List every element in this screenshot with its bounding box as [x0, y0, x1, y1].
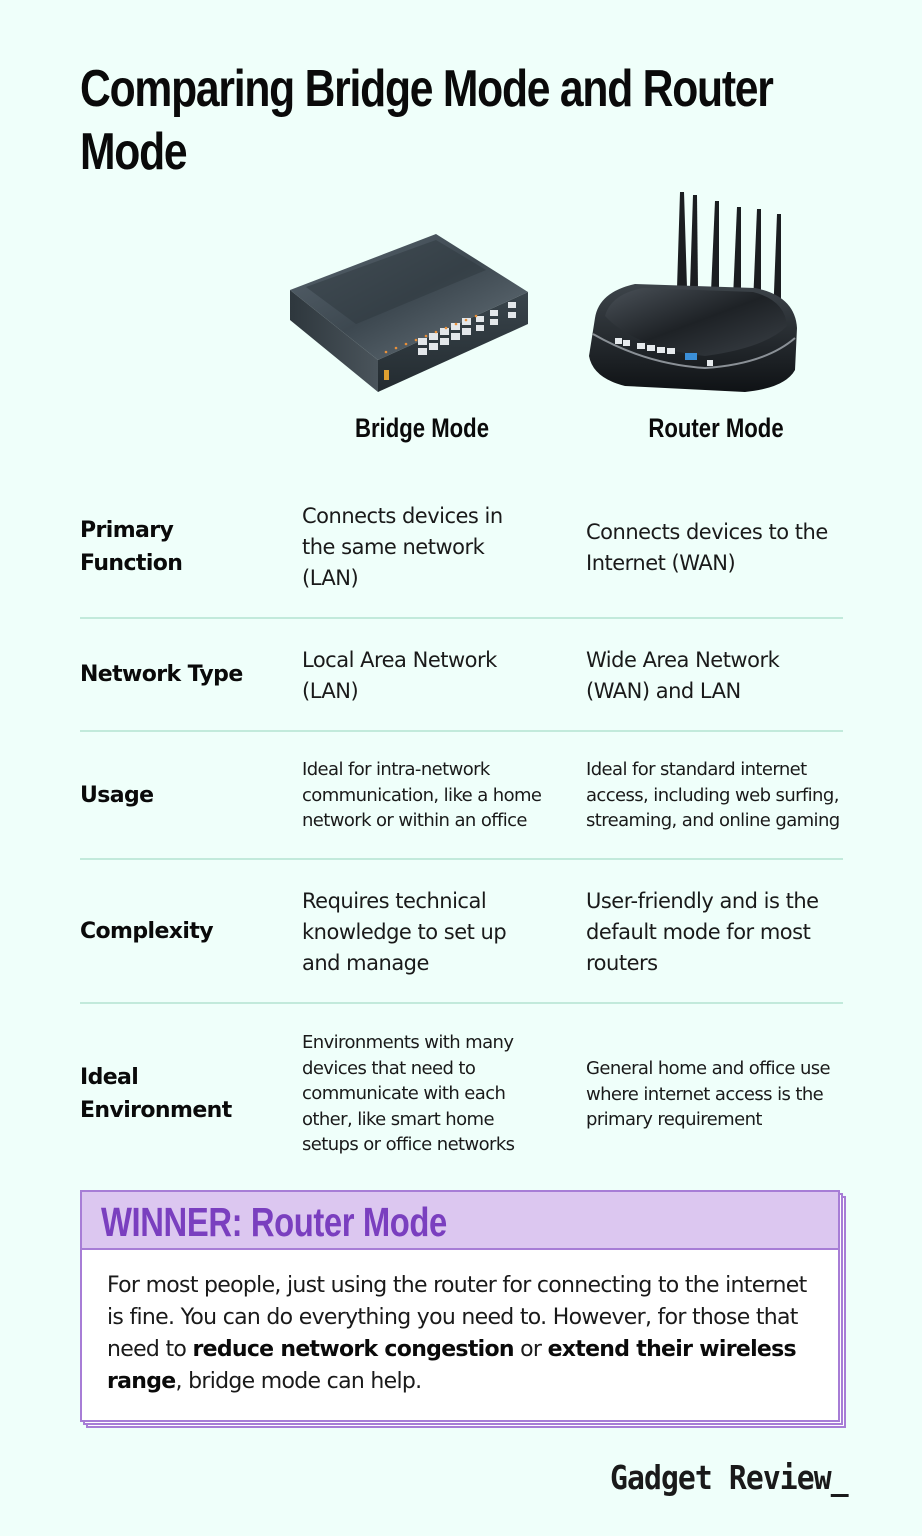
- router-cell: Connects devices to the Internet (WAN): [586, 520, 828, 575]
- router-cell: General home and office use where intern…: [586, 1058, 831, 1131]
- row-label: Ideal Environment: [80, 1065, 232, 1123]
- row-divider: [80, 858, 843, 860]
- column-header-router-mode: Router Mode: [648, 413, 784, 443]
- network-switch-image: [286, 232, 532, 394]
- page-title: Comparing Bridge Mode and Router Mode: [80, 60, 774, 181]
- column-header-bridge-mode: Bridge Mode: [354, 413, 490, 443]
- row-label: Primary Function: [80, 518, 183, 576]
- bridge-cell: Ideal for intra-network communication, l…: [302, 759, 542, 832]
- router-cell: User-friendly and is the default mode fo…: [586, 889, 819, 975]
- row-divider: [80, 617, 843, 619]
- wifi-router-image: [585, 188, 807, 396]
- winner-box: WINNER: Router Mode For most people, jus…: [80, 1190, 840, 1422]
- bridge-cell: Requires technical knowledge to set up a…: [302, 889, 507, 975]
- winner-text: or: [513, 1337, 548, 1362]
- row-label: Usage: [80, 783, 154, 808]
- winner-title: WINNER: Router Mode: [101, 1199, 447, 1245]
- gadget-review-logo: Gadget Review_: [610, 1458, 849, 1497]
- bridge-cell: Local Area Network (LAN): [302, 648, 497, 703]
- winner-text: For most people, just using the router f…: [107, 1273, 807, 1362]
- row-divider: [80, 730, 843, 732]
- row-label: Network Type: [80, 662, 243, 687]
- row-label: Complexity: [80, 919, 214, 944]
- router-cell: Wide Area Network (WAN) and LAN: [586, 648, 780, 703]
- winner-description: For most people, just using the router f…: [107, 1270, 827, 1398]
- router-cell: Ideal for standard internet access, incl…: [586, 759, 840, 832]
- winner-highlight: reduce network congestion: [192, 1337, 514, 1362]
- bridge-cell: Environments with many devices that need…: [302, 1032, 515, 1156]
- bridge-cell: Connects devices in the same network (LA…: [302, 504, 503, 590]
- winner-header: WINNER: Router Mode: [82, 1192, 838, 1250]
- winner-callout: WINNER: Router Mode For most people, jus…: [80, 1190, 846, 1428]
- winner-highlight: extend their wireless range: [107, 1337, 797, 1394]
- winner-text: , bridge mode can help.: [175, 1369, 423, 1394]
- row-divider: [80, 1002, 843, 1004]
